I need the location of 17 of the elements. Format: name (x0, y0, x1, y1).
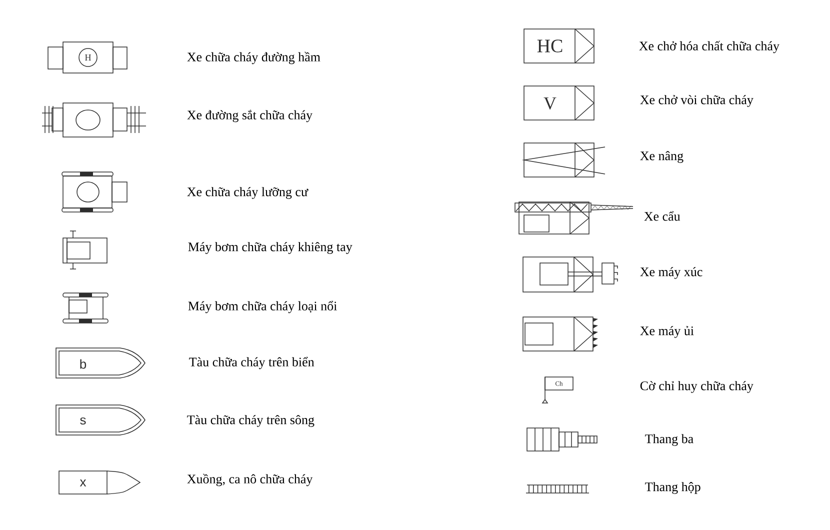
legend-label: Tàu chữa cháy trên sông (187, 415, 314, 427)
legend-label: Xe chữa cháy đường hầm (187, 52, 320, 64)
legend-label: Thang hộp (645, 482, 700, 494)
legend-label: Xe nâng (640, 151, 684, 163)
legend-label: Xe chở vòi chữa cháy (640, 95, 754, 107)
legend-label: Xe chữa cháy lưỡng cư (187, 187, 308, 199)
legend-label: Thang ba (645, 434, 694, 446)
legend-label: Xe cẩu (644, 211, 680, 221)
legend-label: Xe đường sắt chữa cháy (187, 110, 312, 122)
legend-label: Máy bơm chữa cháy khiêng tay (188, 242, 352, 254)
legend-label: Xe máy xúc (640, 267, 702, 279)
legend-label: Cờ chỉ huy chữa cháy (640, 381, 754, 393)
legend-label: Xe máy ủi (640, 326, 694, 338)
legend-label: Máy bơm chữa cháy loại nổi (188, 300, 337, 314)
legend-label: Xuồng, ca nô chữa cháy (187, 474, 313, 486)
legend-label: Xe chở hóa chất chữa cháy (639, 40, 780, 54)
legend-label: Tàu chữa cháy trên biển (189, 356, 314, 370)
